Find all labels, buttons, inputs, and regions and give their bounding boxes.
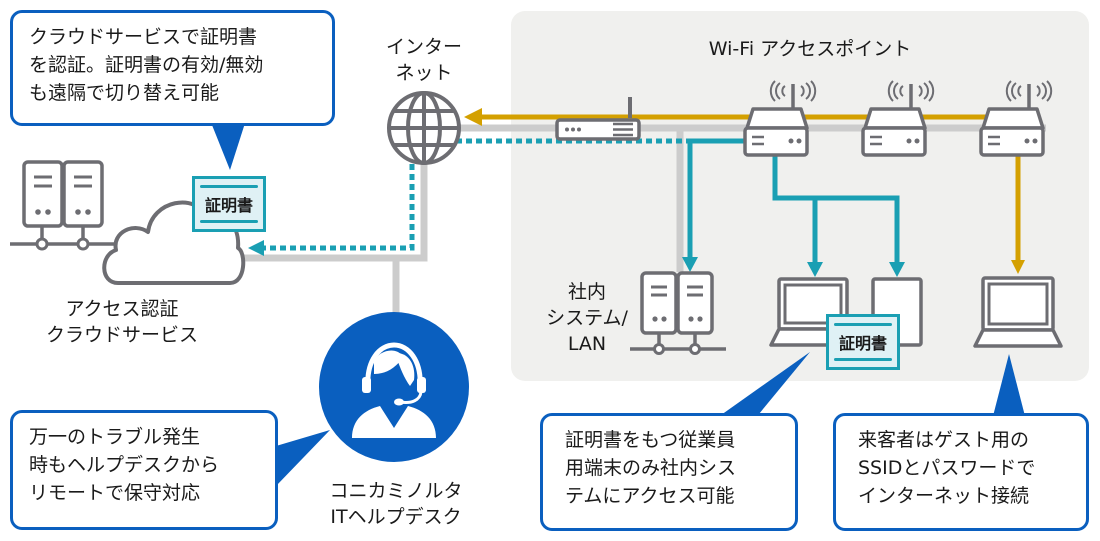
callout-employee: 証明書をもつ従業員 用端末のみ社内シス テムにアクセス可能 bbox=[540, 413, 798, 531]
auth-arrow-to-cloud bbox=[248, 240, 264, 256]
certificate-badge-device: 証明書 bbox=[826, 314, 900, 370]
internet-label-line: インター bbox=[385, 36, 462, 58]
callout-line: 証明書をもつ従業員 bbox=[565, 429, 736, 451]
headset-operator-icon bbox=[319, 312, 469, 462]
guest-arrow-to-laptop bbox=[1011, 260, 1025, 274]
callout-line: を認証。証明書の有効/無効 bbox=[29, 54, 264, 76]
callout-guest: 来客者はゲスト用の SSIDとパスワードで インターネット接続 bbox=[833, 413, 1089, 531]
employee-arrow-to-server bbox=[682, 257, 698, 272]
cloud-service-label-line: アクセス認証 bbox=[65, 298, 179, 320]
server-icon bbox=[10, 160, 132, 251]
callout-pointer bbox=[210, 120, 246, 170]
router-icon bbox=[555, 97, 641, 141]
callout-line: 用端末のみ社内シス bbox=[565, 457, 737, 479]
helpdesk-label-line: ITヘルプデスク bbox=[330, 506, 462, 528]
callout-cloud-certificate: クラウドサービスで証明書 を認証。証明書の有効/無効 も遠隔で切り替え可能 bbox=[10, 10, 335, 126]
certificate-label: 証明書 bbox=[204, 196, 253, 215]
cloud-service-label: アクセス認証 クラウドサービス bbox=[22, 296, 222, 348]
internal-system-label: 社内 システム/ LAN bbox=[532, 279, 642, 357]
callout-line: 万一のトラブル発生 bbox=[29, 426, 201, 448]
callout-pointer bbox=[714, 352, 810, 420]
wifi-access-point-icon bbox=[743, 80, 817, 157]
callout-line: テムにアクセス可能 bbox=[565, 485, 735, 507]
wifi-ap-label: Wi-Fi アクセスポイント bbox=[708, 38, 912, 60]
callout-pointer bbox=[992, 354, 1026, 420]
callout-helpdesk: 万一のトラブル発生 時もヘルプデスクから リモートで保守対応 bbox=[10, 410, 278, 530]
internal-system-label-line: LAN bbox=[567, 333, 607, 355]
employee-arrow-to-tablet bbox=[889, 262, 905, 277]
laptop-icon bbox=[973, 276, 1063, 348]
guest-arrow-to-internet bbox=[464, 108, 482, 126]
internal-system-label-line: 社内 bbox=[567, 281, 606, 303]
helpdesk-label-line: コニカミノルタ bbox=[329, 480, 463, 502]
server-icon bbox=[630, 271, 726, 355]
internal-system-label-line: システム/ bbox=[546, 307, 628, 329]
callout-line: 来客者はゲスト用の bbox=[858, 429, 1030, 451]
certificate-label: 証明書 bbox=[838, 334, 887, 353]
internet-label: インター ネット bbox=[376, 34, 472, 86]
callout-line: リモートで保守対応 bbox=[29, 482, 201, 504]
callout-line: SSIDとパスワードで bbox=[858, 457, 1036, 479]
callout-line: も遠隔で切り替え可能 bbox=[29, 82, 220, 104]
callout-pointer bbox=[276, 430, 330, 486]
globe-icon bbox=[387, 91, 461, 165]
callout-line: インターネット接続 bbox=[858, 485, 1030, 507]
callout-line: 時もヘルプデスクから bbox=[29, 454, 220, 476]
certificate-badge-cloud: 証明書 bbox=[192, 176, 266, 232]
cloud-service-label-line: クラウドサービス bbox=[45, 324, 198, 346]
auth-dotted-line bbox=[264, 138, 690, 251]
callout-line: クラウドサービスで証明書 bbox=[29, 26, 258, 48]
internet-label-line: ネット bbox=[395, 62, 453, 84]
employee-arrow-to-laptop bbox=[807, 262, 823, 277]
helpdesk-label: コニカミノルタ ITヘルプデスク bbox=[314, 478, 478, 530]
